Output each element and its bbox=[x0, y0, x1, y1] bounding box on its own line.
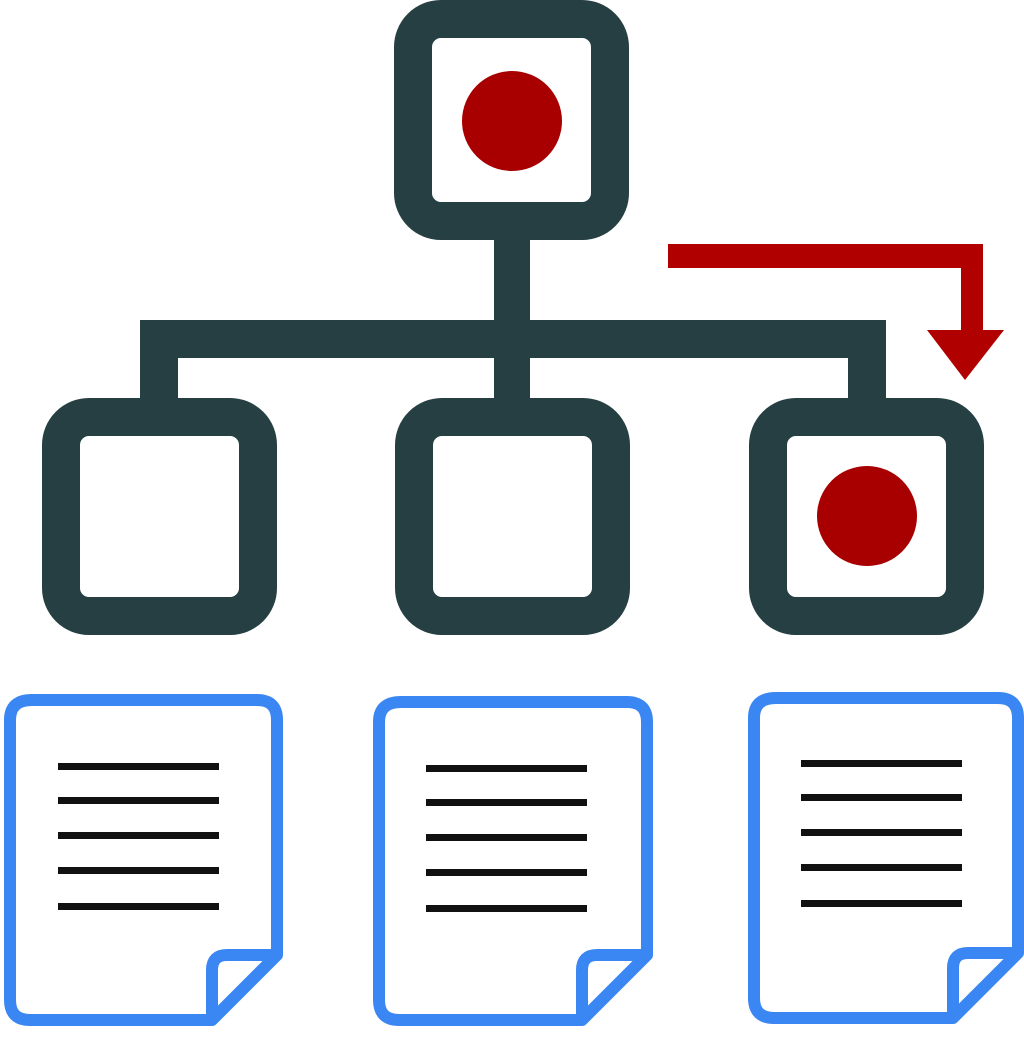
child-node-middle bbox=[395, 398, 630, 635]
document-text-lines bbox=[58, 763, 219, 910]
document-icon bbox=[373, 696, 653, 1026]
document-icon bbox=[748, 692, 1024, 1024]
red-dot-icon bbox=[462, 71, 562, 171]
child-node-right bbox=[749, 398, 984, 635]
red-dot-icon bbox=[817, 466, 917, 566]
tree-connectors bbox=[140, 236, 886, 402]
left-child-connector bbox=[140, 340, 178, 402]
right-child-connector bbox=[848, 340, 886, 402]
document-text-lines bbox=[426, 765, 587, 912]
document-icon bbox=[4, 694, 283, 1026]
bent-arrow-down-icon bbox=[668, 244, 1004, 380]
child-node-left bbox=[42, 398, 277, 635]
middle-child-connector bbox=[494, 340, 530, 402]
root-node bbox=[394, 0, 629, 240]
document-text-lines bbox=[801, 760, 962, 907]
